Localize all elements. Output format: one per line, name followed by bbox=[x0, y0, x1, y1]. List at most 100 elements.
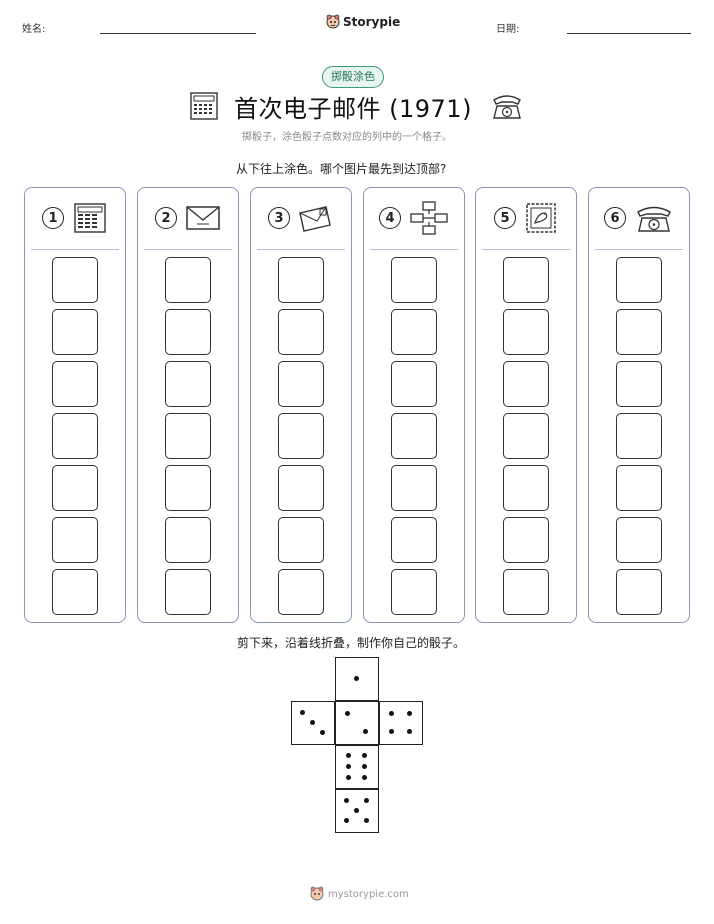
column-6: 6 bbox=[588, 187, 690, 623]
die-face-4 bbox=[379, 701, 423, 745]
column-number: 3 bbox=[268, 207, 290, 229]
die-pip bbox=[388, 710, 394, 716]
color-box[interactable] bbox=[390, 361, 437, 407]
die-face-1 bbox=[335, 657, 379, 701]
computer-panel-icon bbox=[190, 92, 218, 120]
column-header: 6 bbox=[589, 198, 689, 238]
color-box[interactable] bbox=[277, 361, 324, 407]
column-header: 5 bbox=[476, 198, 576, 238]
die-pip bbox=[345, 764, 351, 769]
column-header: 2 bbox=[138, 198, 238, 238]
name-field-line[interactable] bbox=[100, 33, 256, 34]
color-box[interactable] bbox=[390, 569, 437, 615]
cutout-instruction: 剪下来，沿着线折叠，制作你自己的骰子。 bbox=[237, 636, 466, 650]
color-box[interactable] bbox=[164, 569, 211, 615]
color-box[interactable] bbox=[390, 465, 437, 511]
die-pip bbox=[345, 752, 351, 758]
column-divider bbox=[482, 249, 570, 250]
color-box[interactable] bbox=[615, 257, 662, 303]
color-box[interactable] bbox=[51, 465, 98, 511]
color-box[interactable] bbox=[615, 465, 662, 511]
storypie-mascot-icon bbox=[310, 886, 324, 901]
column-2: 2 bbox=[137, 187, 239, 623]
color-box[interactable] bbox=[164, 361, 211, 407]
title-left-icon bbox=[188, 90, 220, 126]
date-field-line[interactable] bbox=[567, 33, 691, 34]
name-label: 姓名: bbox=[22, 24, 46, 35]
color-box[interactable] bbox=[164, 517, 211, 563]
color-box[interactable] bbox=[164, 413, 211, 459]
stamp-icon bbox=[524, 201, 558, 235]
color-box[interactable] bbox=[615, 569, 662, 615]
column-header: 1 bbox=[25, 198, 125, 238]
color-box[interactable] bbox=[502, 569, 549, 615]
color-box[interactable] bbox=[390, 309, 437, 355]
die-pip bbox=[407, 710, 413, 716]
color-box[interactable] bbox=[51, 517, 98, 563]
subtitle: 掷骰子，涂色骰子点数对应的列中的一个格子。 bbox=[242, 132, 452, 143]
envelope-icon bbox=[185, 203, 221, 233]
color-box[interactable] bbox=[615, 517, 662, 563]
footer: mystorypie.com bbox=[310, 886, 409, 902]
column-divider bbox=[31, 249, 119, 250]
color-box[interactable] bbox=[164, 465, 211, 511]
color-box[interactable] bbox=[277, 517, 324, 563]
die-pip bbox=[343, 797, 349, 803]
color-box[interactable] bbox=[502, 361, 549, 407]
color-box[interactable] bbox=[502, 257, 549, 303]
die-pip bbox=[299, 709, 305, 715]
color-box[interactable] bbox=[51, 309, 98, 355]
coloring-instruction: 从下往上涂色。哪个图片最先到达顶部? bbox=[236, 162, 447, 176]
color-box[interactable] bbox=[502, 309, 549, 355]
column-header: 4 bbox=[364, 198, 464, 238]
color-box[interactable] bbox=[390, 413, 437, 459]
color-box[interactable] bbox=[615, 413, 662, 459]
color-box[interactable] bbox=[277, 257, 324, 303]
column-4: 4 bbox=[363, 187, 465, 623]
column-number: 4 bbox=[379, 207, 401, 229]
die-pip bbox=[344, 710, 350, 716]
rotary-phone-icon bbox=[493, 95, 521, 119]
title-right-icon bbox=[490, 90, 524, 126]
footer-url[interactable]: mystorypie.com bbox=[328, 888, 409, 900]
storypie-mascot-icon bbox=[326, 14, 340, 29]
color-box[interactable] bbox=[277, 465, 324, 511]
die-pip bbox=[345, 775, 351, 781]
color-box[interactable] bbox=[502, 465, 549, 511]
telephone-icon bbox=[634, 201, 674, 235]
color-box[interactable] bbox=[502, 517, 549, 563]
die-pip bbox=[362, 752, 368, 758]
color-box[interactable] bbox=[615, 361, 662, 407]
color-box[interactable] bbox=[390, 257, 437, 303]
letter-icon bbox=[298, 203, 334, 233]
column-number: 6 bbox=[604, 207, 626, 229]
color-box[interactable] bbox=[51, 361, 98, 407]
column-divider bbox=[370, 249, 458, 250]
die-pip bbox=[364, 797, 370, 803]
color-box[interactable] bbox=[164, 309, 211, 355]
die-pip bbox=[363, 729, 369, 735]
color-box[interactable] bbox=[164, 257, 211, 303]
column-number: 5 bbox=[494, 207, 516, 229]
die-pip bbox=[362, 775, 368, 781]
die-pip bbox=[388, 729, 394, 735]
die-pip bbox=[354, 808, 359, 813]
color-box[interactable] bbox=[277, 569, 324, 615]
color-box[interactable] bbox=[51, 257, 98, 303]
color-box[interactable] bbox=[51, 413, 98, 459]
column-3: 3 bbox=[250, 187, 352, 623]
color-box[interactable] bbox=[615, 309, 662, 355]
color-box[interactable] bbox=[277, 413, 324, 459]
color-box[interactable] bbox=[502, 413, 549, 459]
die-face-6 bbox=[335, 745, 379, 789]
newspaper-icon bbox=[72, 201, 108, 235]
activity-badge: 掷骰涂色 bbox=[322, 66, 384, 88]
color-box[interactable] bbox=[277, 309, 324, 355]
color-box[interactable] bbox=[51, 569, 98, 615]
die-face-5 bbox=[335, 789, 379, 833]
column-divider bbox=[144, 249, 232, 250]
die-pip bbox=[407, 729, 413, 735]
die-pip bbox=[343, 818, 349, 824]
color-box[interactable] bbox=[390, 517, 437, 563]
die-face-2 bbox=[335, 701, 379, 745]
